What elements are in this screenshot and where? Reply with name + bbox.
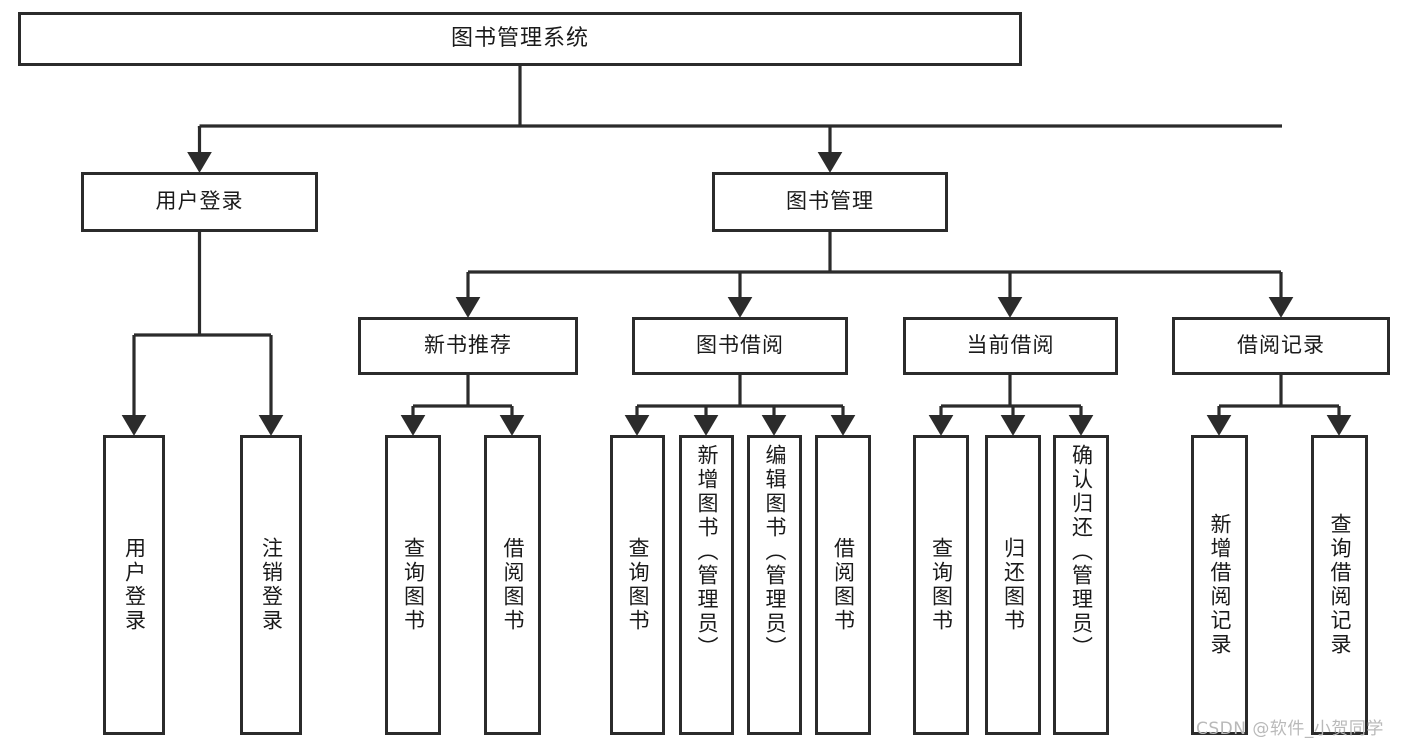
watermark: CSDN @软件_小贺同学 — [1196, 719, 1384, 739]
leaf-query-book-current[interactable]: 查询图书 — [913, 435, 969, 735]
leaf-edit-book-admin[interactable]: 编辑图书（管理员） — [747, 435, 802, 735]
node-borrow-record-label: 借阅记录 — [1237, 333, 1325, 358]
node-user-login[interactable]: 用户登录 — [81, 172, 318, 232]
leaf-confirm-return-admin[interactable]: 确认归还（管理员） — [1053, 435, 1109, 735]
leaf-query-borrow-record-label: 查询借阅记录 — [1327, 513, 1352, 657]
leaf-user-login[interactable]: 用户登录 — [103, 435, 165, 735]
node-user-login-label: 用户登录 — [155, 189, 244, 214]
node-root[interactable]: 图书管理系统 — [18, 12, 1022, 66]
leaf-query-borrow-record[interactable]: 查询借阅记录 — [1311, 435, 1368, 735]
leaf-borrow-book-label: 借阅图书 — [831, 537, 856, 633]
leaf-add-borrow-record-label: 新增借阅记录 — [1207, 513, 1232, 657]
leaf-logout-label: 注销登录 — [259, 537, 284, 633]
leaf-confirm-return-admin-label: 确认归还（管理员） — [1069, 444, 1094, 660]
leaf-borrow-book-recommend-label: 借阅图书 — [500, 537, 525, 633]
leaf-query-book-borrow-label: 查询图书 — [625, 537, 650, 633]
leaf-add-borrow-record[interactable]: 新增借阅记录 — [1191, 435, 1248, 735]
leaf-borrow-book[interactable]: 借阅图书 — [815, 435, 871, 735]
node-current-borrow-label: 当前借阅 — [966, 333, 1055, 358]
leaf-query-book-recommend-label: 查询图书 — [401, 537, 426, 633]
node-book-borrow[interactable]: 图书借阅 — [632, 317, 848, 375]
leaf-add-book-admin-label: 新增图书（管理员） — [694, 444, 719, 660]
leaf-add-book-admin[interactable]: 新增图书（管理员） — [679, 435, 734, 735]
leaf-logout[interactable]: 注销登录 — [240, 435, 302, 735]
node-root-label: 图书管理系统 — [450, 25, 589, 51]
node-book-management-label: 图书管理 — [786, 189, 874, 214]
leaf-query-book-borrow[interactable]: 查询图书 — [610, 435, 665, 735]
leaf-query-book-recommend[interactable]: 查询图书 — [385, 435, 441, 735]
leaf-return-book-label: 归还图书 — [1001, 537, 1026, 633]
leaf-edit-book-admin-label: 编辑图书（管理员） — [762, 444, 787, 660]
node-current-borrow[interactable]: 当前借阅 — [903, 317, 1118, 375]
leaf-return-book[interactable]: 归还图书 — [985, 435, 1041, 735]
leaf-borrow-book-recommend[interactable]: 借阅图书 — [484, 435, 541, 735]
node-borrow-record[interactable]: 借阅记录 — [1172, 317, 1390, 375]
leaf-query-book-current-label: 查询图书 — [929, 537, 954, 633]
node-new-book-recommend-label: 新书推荐 — [424, 333, 512, 358]
leaf-user-login-label: 用户登录 — [122, 537, 147, 633]
node-new-book-recommend[interactable]: 新书推荐 — [358, 317, 578, 375]
node-book-management[interactable]: 图书管理 — [712, 172, 948, 232]
node-book-borrow-label: 图书借阅 — [696, 333, 784, 358]
